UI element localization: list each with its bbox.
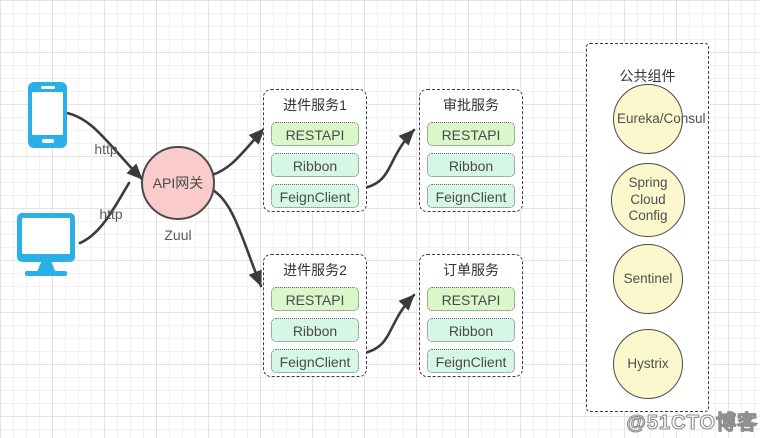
component-restapi: RESTAPI <box>271 122 359 146</box>
component-ribbon: Ribbon <box>271 153 359 177</box>
phone-screen <box>32 92 63 135</box>
monitor-stand-neck <box>37 262 56 271</box>
component-feignclient: FeignClient <box>271 184 359 208</box>
http-label-desktop: http <box>99 206 123 222</box>
service-title: 进件服务2 <box>283 262 347 278</box>
service-title: 审批服务 <box>443 97 499 113</box>
service-title: 订单服务 <box>443 262 499 278</box>
component-feignclient: FeignClient <box>427 349 515 373</box>
service-box-intake-2: 进件服务2 RESTAPI Ribbon FeignClient <box>263 254 367 377</box>
component-ribbon: Ribbon <box>427 318 515 342</box>
phone-speaker-bar <box>40 86 55 89</box>
service-title: 进件服务1 <box>283 97 347 113</box>
arrow-gateway-to-service1 <box>210 127 266 177</box>
desktop-monitor-icon <box>17 213 75 276</box>
monitor-stand-base <box>25 271 67 276</box>
arrow-gateway-to-service2 <box>209 187 263 288</box>
api-gateway-label: API网关 <box>152 175 204 191</box>
phone-home-button <box>41 139 54 143</box>
component-ribbon: Ribbon <box>271 318 359 342</box>
service-box-intake-1: 进件服务1 RESTAPI Ribbon FeignClient <box>263 89 367 212</box>
component-restapi: RESTAPI <box>427 122 515 146</box>
http-label-mobile: http <box>94 141 118 157</box>
component-restapi: RESTAPI <box>271 287 359 311</box>
service-box-approval: 审批服务 RESTAPI Ribbon FeignClient <box>419 89 523 212</box>
common-components-title: 公共组件 <box>619 68 676 84</box>
gateway-sublabel-zuul: Zuul <box>164 227 192 243</box>
common-components-box: 公共组件 Eureka/Consul Spring Cloud Config S… <box>586 43 709 412</box>
api-gateway-node: API网关 <box>141 146 215 220</box>
common-node-sentinel: Sentinel <box>613 244 683 314</box>
watermark-51cto: @51CTO博客 <box>626 411 758 434</box>
arrow-service1-to-approval <box>357 128 416 191</box>
monitor-screen <box>22 218 70 254</box>
component-restapi: RESTAPI <box>427 287 515 311</box>
component-feignclient: FeignClient <box>271 349 359 373</box>
smartphone-icon <box>28 82 67 148</box>
component-ribbon: Ribbon <box>427 153 515 177</box>
component-feignclient: FeignClient <box>427 184 515 208</box>
arrow-service2-to-order <box>357 293 416 356</box>
common-node-hystrix: Hystrix <box>613 329 683 399</box>
service-box-order: 订单服务 RESTAPI Ribbon FeignClient <box>419 254 523 377</box>
common-node-spring-cloud-config: Spring Cloud Config <box>611 163 685 237</box>
common-node-eureka-consul: Eureka/Consul <box>613 84 706 154</box>
